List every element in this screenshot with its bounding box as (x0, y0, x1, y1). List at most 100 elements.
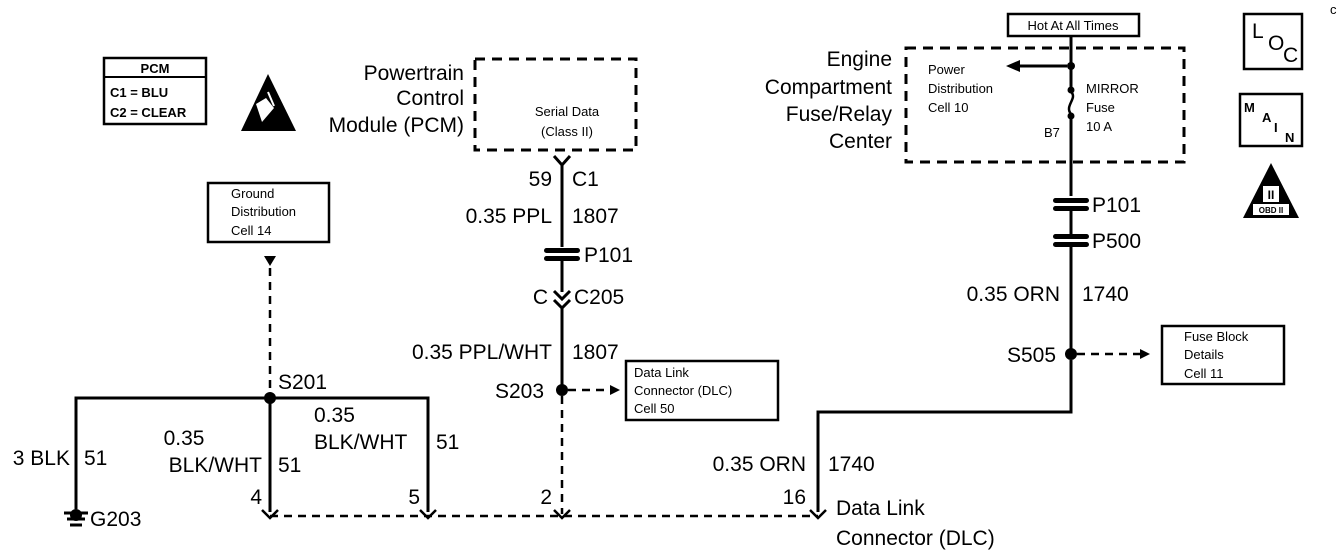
svg-text:Center: Center (829, 130, 892, 153)
svg-text:Fuse/Relay: Fuse/Relay (786, 103, 893, 126)
wire-gauge-orn-lower: 0.35 ORN (713, 453, 806, 476)
ground-g203-label: G203 (90, 508, 141, 531)
wire-1740-lower (816, 360, 1073, 512)
connector-c1-symbol (552, 155, 572, 168)
power-dist-line2: Distribution (928, 81, 993, 96)
power-dist-line1: Power (928, 62, 966, 77)
circuit-51-blk: 51 (84, 447, 107, 470)
pcm-connector-legend: PCM C1 = BLU C2 = CLEAR (102, 56, 208, 126)
legend-c2: C2 = CLEAR (110, 105, 187, 120)
dlc-pin-4: 4 (250, 486, 262, 509)
svg-text:C: C (1283, 44, 1298, 67)
connector-p101-left (544, 248, 580, 261)
dlc-pin-16: 16 (783, 486, 806, 509)
connector-c205-symbol (552, 289, 572, 311)
svg-text:OBD II: OBD II (1259, 206, 1283, 215)
svg-text:Distribution: Distribution (231, 204, 296, 219)
connector-c1: C1 (572, 168, 599, 191)
main-icon: M A I N (1238, 92, 1304, 148)
legend-title: PCM (141, 61, 170, 76)
svg-text:Module (PCM): Module (PCM) (329, 114, 464, 137)
fuse-icon (1067, 91, 1075, 115)
connector-c205: C205 (574, 286, 624, 309)
svg-text:Ground: Ground (231, 186, 274, 201)
svg-text:Serial Data: Serial Data (535, 104, 600, 119)
svg-text:Cell 50: Cell 50 (634, 401, 674, 416)
splice-s505 (1065, 348, 1077, 360)
arrow-right-icon-2 (1140, 349, 1150, 359)
connector-p101-label: P101 (584, 244, 633, 267)
wire-gauge-blkwht2: 0.35 (314, 404, 355, 427)
splice-s203 (556, 384, 568, 396)
circuit-51-blkwht2: 51 (436, 431, 459, 454)
dlc-pin-2: 2 (540, 486, 552, 509)
svg-text:II: II (1268, 188, 1275, 202)
svg-text:Fuse Block: Fuse Block (1184, 329, 1249, 344)
circuit-1740-lower: 1740 (828, 453, 875, 476)
svg-text:Connector (DLC): Connector (DLC) (634, 383, 732, 398)
mirror-fuse-line3: 10 A (1086, 119, 1112, 134)
legend-c1: C1 = BLU (110, 85, 168, 100)
pcm-label: Powertrain Control Module (PCM) (329, 62, 464, 137)
arrow-left-icon (1006, 60, 1020, 72)
svg-text:O: O (1268, 32, 1284, 55)
svg-text:M: M (1244, 100, 1255, 115)
corner-mark: c (1330, 2, 1337, 17)
splice-s203-label: S203 (495, 380, 544, 403)
dlc-terminal-2 (553, 509, 571, 520)
mirror-fuse-line1: MIRROR (1086, 81, 1139, 96)
circuit-1807-upper: 1807 (572, 205, 619, 228)
dlc-label-line2: Connector (DLC) (836, 527, 995, 550)
dlc-terminal-16 (809, 509, 827, 520)
circuit-1807-lower: 1807 (572, 341, 619, 364)
wire-color-blkwht2: BLK/WHT (314, 431, 408, 454)
arrow-down-icon (264, 256, 276, 266)
pcm-module-box: Serial Data (Class II) (473, 57, 638, 152)
svg-text:N: N (1285, 130, 1294, 145)
splice-s201-label: S201 (278, 371, 327, 394)
power-dist-line3: Cell 10 (928, 100, 968, 115)
fuse-relay-center-box (904, 46, 1186, 164)
wire-gauge-orn: 0.35 ORN (967, 283, 1060, 306)
dlc-pin-5: 5 (408, 486, 420, 509)
fuse-block-details-box: Fuse Block Details Cell 11 (1160, 324, 1286, 386)
wire-gauge-blk: 3 BLK (13, 447, 70, 470)
svg-text:Engine: Engine (827, 48, 892, 71)
mirror-fuse-line2: Fuse (1086, 100, 1115, 115)
dlc-reference-box: Data Link Connector (DLC) Cell 50 (624, 359, 780, 422)
wire-gauge-pplwht: 0.35 PPL/WHT (412, 341, 552, 364)
wire-gauge-blkwht1: 0.35 (164, 427, 205, 450)
wire-ground-bus (74, 396, 430, 512)
circuit-1740-upper: 1740 (1082, 283, 1129, 306)
connector-p500 (1053, 234, 1089, 247)
wire-color-blkwht1: BLK/WHT (169, 454, 263, 477)
svg-text:I: I (1274, 120, 1278, 135)
wire-gauge-ppl: 0.35 PPL (466, 205, 552, 228)
connector-p101-right-label: P101 (1092, 194, 1141, 217)
obd-ii-icon: II OBD II (1243, 163, 1299, 218)
svg-text:Control: Control (396, 87, 464, 110)
svg-text:Details: Details (1184, 347, 1224, 362)
svg-text:(Class II): (Class II) (541, 124, 593, 139)
hot-at-all-times-box: Hot At All Times (1006, 12, 1141, 38)
connector-c: C (533, 286, 548, 309)
svg-text:Powertrain: Powertrain (364, 62, 464, 85)
svg-text:Cell 11: Cell 11 (1184, 366, 1224, 381)
splice-s505-label: S505 (1007, 344, 1056, 367)
ground-g203-icon (64, 509, 88, 527)
svg-text:Data Link: Data Link (634, 365, 689, 380)
arrow-right-icon (610, 385, 620, 395)
terminal-b7: B7 (1044, 125, 1060, 140)
dlc-label-line1: Data Link (836, 497, 925, 520)
svg-text:Cell 14: Cell 14 (231, 223, 271, 238)
dlc-terminal-4 (261, 509, 279, 520)
connector-p500-label: P500 (1092, 230, 1141, 253)
dlc-terminal-5 (419, 509, 437, 520)
loc-icon: L O C (1242, 12, 1304, 71)
svg-text:Hot At All Times: Hot At All Times (1027, 18, 1119, 33)
svg-text:A: A (1262, 110, 1272, 125)
svg-text:Compartment: Compartment (765, 76, 892, 99)
pin-59: 59 (529, 168, 552, 191)
ground-distribution-box: Ground Distribution Cell 14 (206, 181, 331, 244)
